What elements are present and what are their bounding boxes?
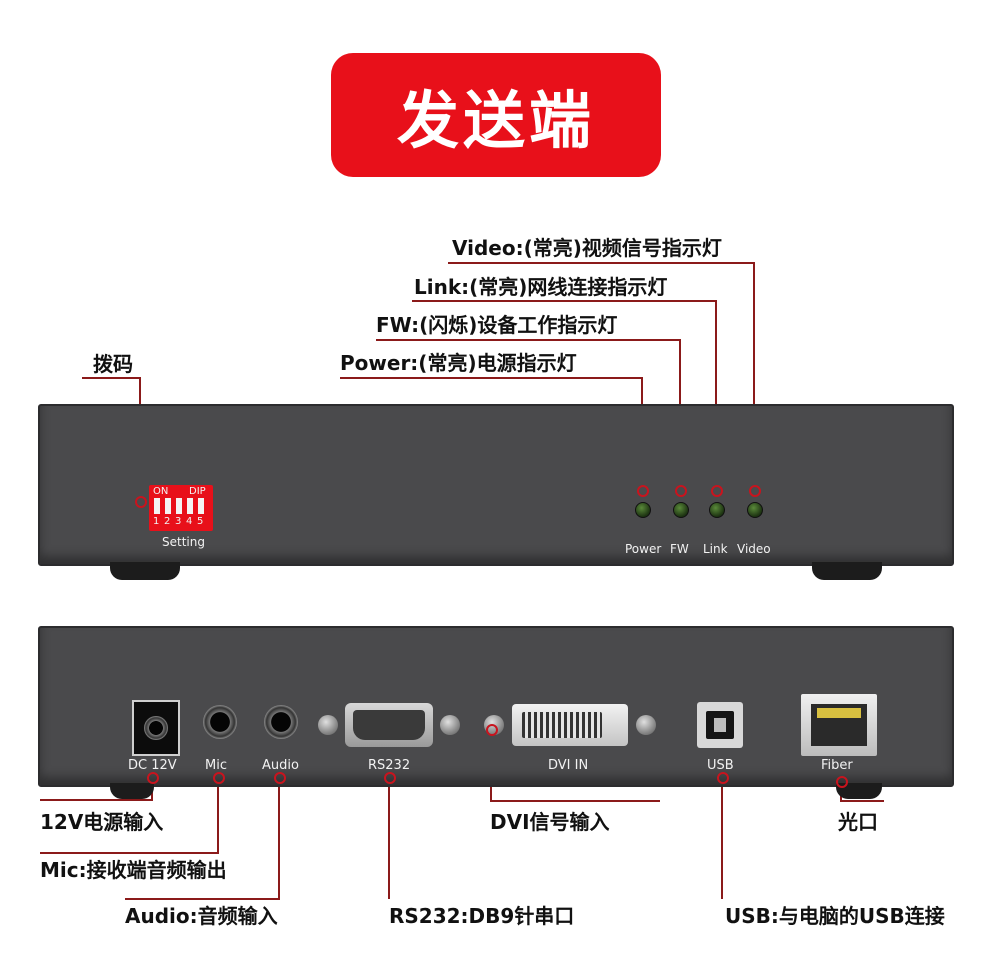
port-label-audio: Audio	[262, 758, 299, 773]
audio-jack-port[interactable]	[264, 705, 298, 739]
dvi-pins	[522, 712, 602, 738]
marker-dvi	[486, 724, 498, 736]
fiber-sfp-slot	[811, 704, 867, 746]
usb-b-port[interactable]	[697, 702, 743, 748]
led-fw-indicator	[673, 502, 689, 518]
callout-mic: Mic:接收端音频输出	[40, 858, 227, 882]
line-mic	[40, 778, 219, 854]
page-title: 发送端	[396, 84, 595, 157]
marker-rs232	[384, 772, 396, 784]
front-foot-left	[110, 562, 180, 580]
rs232-screw-right	[440, 715, 460, 735]
mic-jack-port[interactable]	[203, 705, 237, 739]
dip-number-3: 3	[175, 516, 182, 527]
usb-socket	[706, 711, 734, 739]
marker-audio	[274, 772, 286, 784]
dip-toggle-2[interactable]	[165, 498, 171, 514]
line-audio	[125, 778, 280, 900]
marker-link	[711, 485, 723, 497]
dip-toggle-4[interactable]	[187, 498, 193, 514]
dip-toggle-3[interactable]	[176, 498, 182, 514]
dvi-screw-right	[636, 715, 656, 735]
front-foot-right	[812, 562, 882, 580]
led-power-indicator	[635, 502, 651, 518]
port-label-rs232: RS232	[368, 758, 411, 773]
dip-number-5: 5	[197, 516, 204, 527]
marker-usb	[717, 772, 729, 784]
led-label-video: Video	[737, 542, 771, 556]
dip-on-label: ON	[153, 486, 169, 497]
led-label-fw: FW	[670, 542, 689, 556]
rear-foot-right	[836, 783, 882, 799]
dvi-in-port[interactable]	[512, 704, 628, 746]
dip-dip-label: DIP	[189, 486, 206, 497]
port-label-dc: DC 12V	[128, 758, 177, 773]
led-video-indicator	[747, 502, 763, 518]
dc-jack-port[interactable]	[132, 700, 180, 756]
port-label-fiber: Fiber	[821, 758, 853, 773]
dip-toggle-1[interactable]	[154, 498, 160, 514]
marker-dip	[135, 496, 147, 508]
dip-number-4: 4	[186, 516, 193, 527]
front-panel	[38, 404, 954, 566]
callout-fiber: 光口	[838, 810, 878, 834]
rs232-pins	[353, 710, 425, 740]
callout-dvi: DVI信号输入	[490, 810, 610, 834]
callout-audio: Audio:音频输入	[125, 904, 278, 928]
callout-fw: FW:(闪烁)设备工作指示灯	[376, 313, 618, 337]
marker-fiber	[836, 776, 848, 788]
fiber-sfp-module	[817, 708, 861, 718]
callout-video: Video:(常亮)视频信号指示灯	[452, 236, 722, 260]
led-link-indicator	[709, 502, 725, 518]
fiber-sfp-port[interactable]	[801, 694, 877, 756]
callout-link: Link:(常亮)网线连接指示灯	[414, 275, 668, 299]
callout-power: Power:(常亮)电源指示灯	[340, 351, 577, 375]
marker-power	[637, 485, 649, 497]
port-label-dvi: DVI IN	[548, 758, 589, 773]
callout-dip: 拨码	[93, 352, 133, 376]
callout-dc: 12V电源输入	[40, 810, 164, 834]
marker-video	[749, 485, 761, 497]
rs232-screw-left	[318, 715, 338, 735]
marker-dc	[147, 772, 159, 784]
marker-fw	[675, 485, 687, 497]
usb-tongue	[714, 718, 726, 732]
dip-setting-label: Setting	[162, 535, 205, 549]
port-label-usb: USB	[707, 758, 734, 773]
dip-number-1: 1	[153, 516, 160, 527]
callout-rs232: RS232:DB9针串口	[389, 904, 575, 928]
led-label-power: Power	[625, 542, 662, 556]
dc-jack-socket	[144, 716, 168, 740]
led-label-link: Link	[703, 542, 728, 556]
dip-number-2: 2	[164, 516, 171, 527]
rear-foot-left	[110, 783, 154, 799]
callout-usb: USB:与电脑的USB连接	[725, 904, 945, 928]
dip-switch[interactable]: ON DIP 1 2 3 4 5	[149, 485, 213, 531]
rs232-port[interactable]	[345, 703, 433, 747]
dip-toggle-5[interactable]	[198, 498, 204, 514]
port-label-mic: Mic	[205, 758, 227, 773]
page-title-banner: 发送端	[331, 53, 661, 177]
marker-mic	[213, 772, 225, 784]
